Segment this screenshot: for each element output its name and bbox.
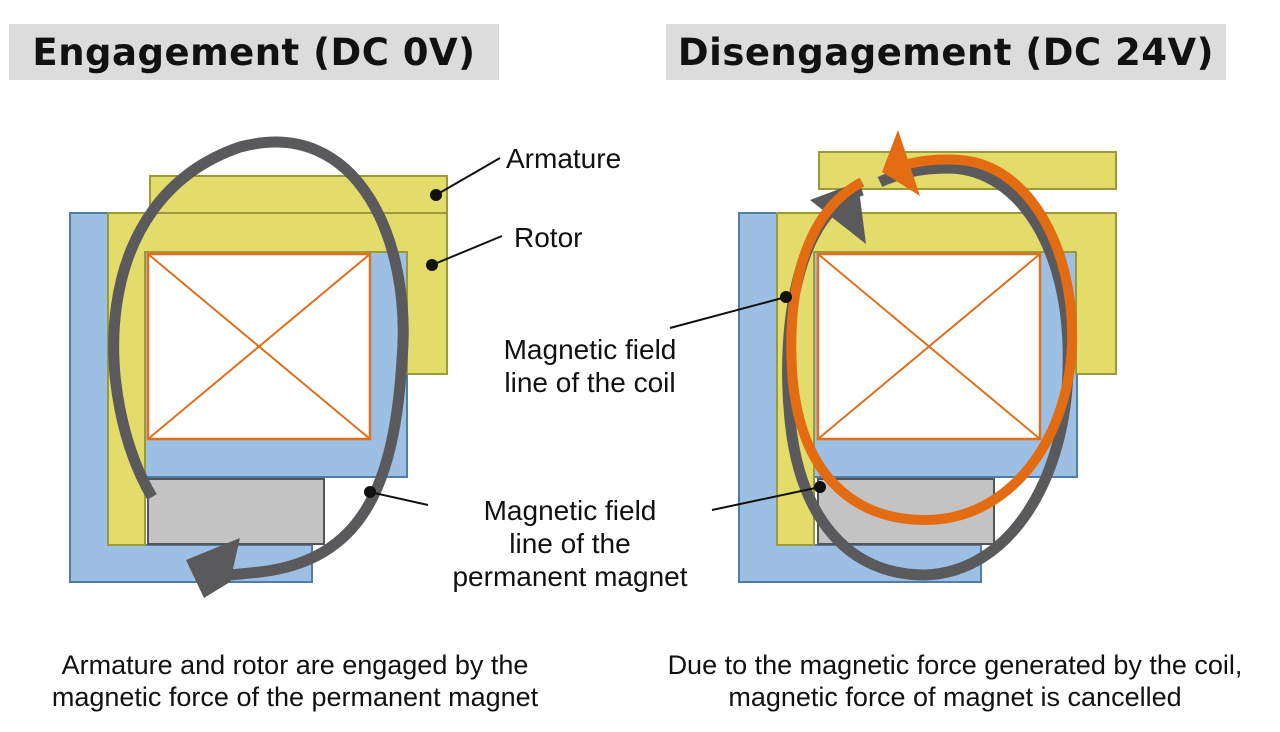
magnet-field-label-line-2: line of the (509, 528, 631, 559)
magnet-field-label-line-3: permanent magnet (452, 561, 688, 592)
magnet-field-label-line-1: Magnetic field (483, 495, 657, 526)
coil-field-arrow-right (882, 130, 920, 196)
disengagement-caption: Due to the magnetic force generated by t… (630, 649, 1280, 713)
disengagement-diagram (669, 130, 1117, 583)
engagement-diagram (69, 136, 503, 598)
magnet-field-line-left (108, 136, 409, 581)
permanent-magnet-left (147, 478, 325, 545)
engagement-title: Engagement (DC 0V) (32, 30, 476, 74)
disengagement-caption-line-2: magnetic force of magnet is cancelled (728, 682, 1182, 712)
engagement-title-bar: Engagement (DC 0V) (9, 24, 499, 80)
armature-label: Armature (506, 143, 622, 174)
disengagement-title-bar: Disengagement (DC 24V) (666, 24, 1226, 80)
magnet-field-label: Magnetic field line of the permanent mag… (420, 494, 720, 593)
coil-field-label-line-1: Magnetic field (503, 334, 677, 365)
coil-field-label-line-2: line of the coil (504, 367, 676, 398)
disengagement-title: Disengagement (DC 24V) (677, 30, 1215, 74)
magnet-field-arrow-left (186, 538, 240, 598)
coil-left (146, 252, 372, 441)
disengagement-caption-line-1: Due to the magnetic force generated by t… (667, 650, 1243, 680)
rotor-label: Rotor (514, 222, 583, 253)
armature-left (149, 175, 448, 214)
engagement-caption-line-1: Armature and rotor are engaged by the (61, 650, 529, 680)
rotor-left (107, 212, 448, 546)
coil-field-line-right (786, 154, 1078, 526)
magnet-field-arrow-right (810, 182, 866, 244)
engagement-caption: Armature and rotor are engaged by the ma… (0, 649, 590, 713)
coil-field-label: Magnetic field line of the coil (475, 333, 705, 399)
engagement-caption-line-2: magnetic force of the permanent magnet (51, 682, 539, 712)
coil-right (816, 252, 1042, 441)
